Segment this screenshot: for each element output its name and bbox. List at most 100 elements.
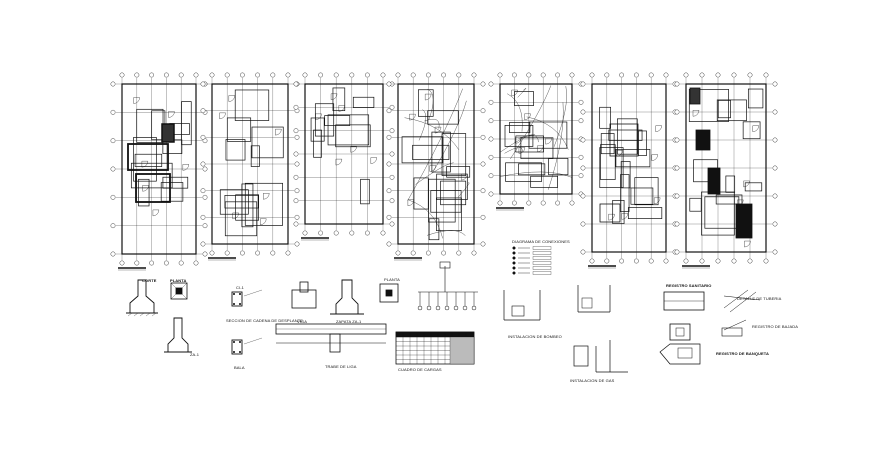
door-swing [219,112,226,120]
grid-bubble [480,214,486,220]
grid-bubble [512,200,517,206]
legend-symbol [512,271,516,275]
grid-bubble [200,81,206,87]
grid-bubble [349,72,355,78]
plan-room [251,126,284,159]
pump [511,305,525,317]
plan-room [226,117,252,142]
label-trabe: TRABE DE LIGA [325,364,357,369]
grid-bubble [578,173,584,179]
grid-bubble [480,81,486,87]
wiring-run [404,117,460,151]
grid-bubble [285,72,291,78]
grid-bubble [488,81,494,87]
plan-room [314,103,335,137]
shaded-block [735,203,753,239]
plan-room [715,194,743,205]
grid-bubble [648,72,654,78]
grid-bubble [619,72,624,78]
plan-outer-wall [591,83,667,253]
grid-bubble [239,72,245,78]
grid-bubble [648,258,654,264]
grid-bubble [425,250,431,256]
plan-5 [488,72,584,211]
grid-bubble [425,72,431,78]
grid-bubble [663,258,669,264]
grid-bubble [578,118,584,124]
door-swing [744,240,751,248]
grid-bubble [441,72,446,78]
grid-bubble [193,72,199,78]
wiring-run [553,86,567,147]
plan-room [689,197,702,212]
door-swing [168,111,175,118]
door-swing [335,158,343,166]
structural-slab [135,173,171,203]
door-swing [263,193,270,200]
grid-bubble [497,72,503,78]
grid-bubble [683,258,689,264]
plan-room [241,183,254,228]
grid-bubble [202,223,208,229]
plan-room [617,118,638,155]
leader [243,337,263,345]
grid-bubble [389,221,395,227]
legend-symbol [512,266,516,270]
footing-outline-2 [167,317,189,353]
single-line-diagram [417,261,478,311]
door-swing [232,212,239,220]
grid-bubble [580,249,586,255]
plan-room [436,173,468,200]
door-swing [743,180,750,188]
diag [170,282,188,300]
grid-bubble [386,188,392,194]
plan-room [412,144,450,160]
legend-symbol [512,256,516,260]
wiring-run [415,162,454,185]
plan-room [518,163,546,176]
grid-bubble [480,161,486,167]
legend-symbol [512,251,516,255]
grid-bubble [270,72,276,78]
grid-bubble [699,72,705,78]
grid-bubble [747,258,753,264]
grid-bubble [674,249,680,255]
table-header [395,331,475,338]
grid-bubble [386,241,392,247]
plan-room [505,162,542,182]
branch-load [471,305,477,311]
grid-bubble [163,260,169,266]
footing-plan [170,282,188,300]
plan-2 [200,72,300,261]
plan-outer-wall [397,83,475,245]
grid-bubble [441,250,446,256]
rebar-dot [238,340,242,344]
plan-room [234,89,270,121]
grid-bubble [380,230,386,236]
plan-room [509,122,531,133]
plan-room [352,96,375,108]
plan-room [225,139,246,161]
plan-room [431,131,451,173]
grid-bubble [110,223,116,229]
plan-room [324,115,351,126]
wiring-run [427,88,434,120]
grid-bubble [389,104,395,110]
grid-bubble [386,81,392,87]
door-swing [409,113,416,121]
plan-room [219,189,249,215]
plan-room [627,207,663,219]
label-planta: PLANTA [170,278,187,283]
grid-bubble [569,72,575,78]
plan-room [638,130,647,156]
plan-room [313,129,322,158]
grid-bubble [209,250,215,256]
grid-bubble [134,72,140,78]
beam-section [291,289,317,309]
wiring-run [408,199,443,239]
door-swing [330,93,338,100]
door-swing [133,97,140,104]
grid-bubble [555,200,560,206]
plan-room [133,137,157,182]
